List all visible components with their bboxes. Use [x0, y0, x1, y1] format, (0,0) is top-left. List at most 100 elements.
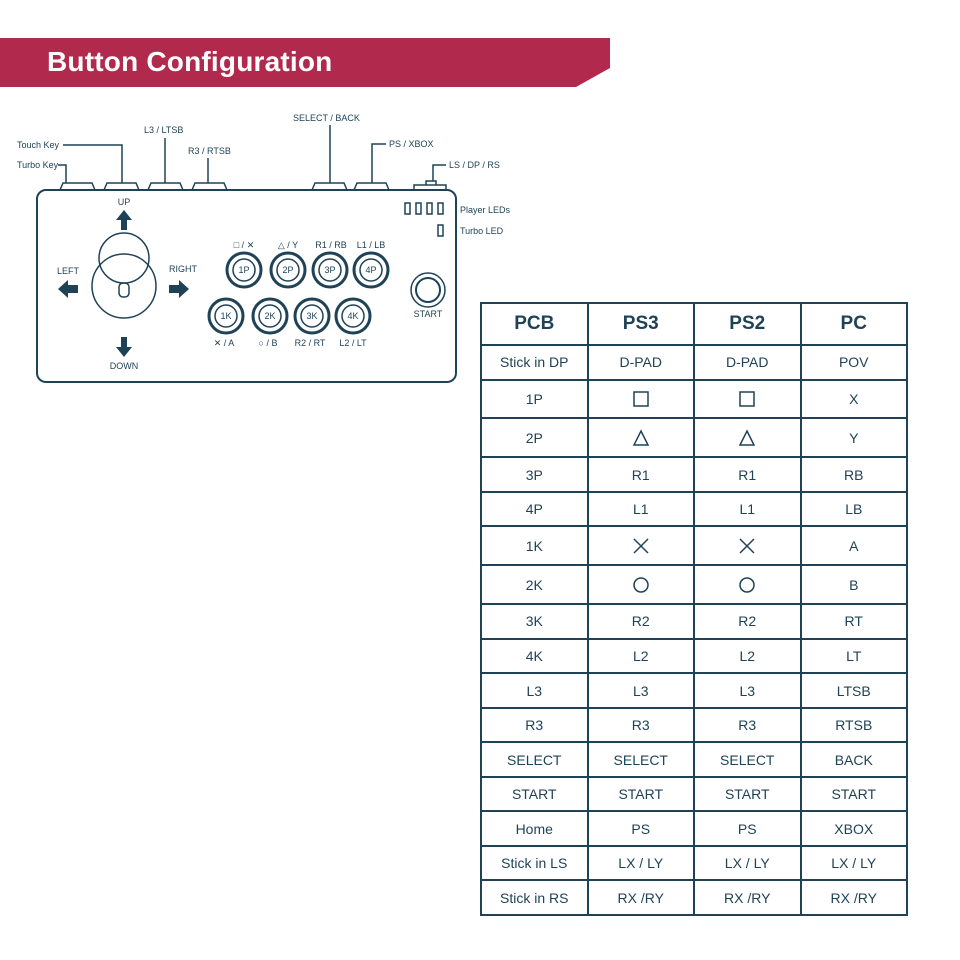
table-cell: 3P — [481, 457, 589, 493]
table-cell-text: RX /RY — [617, 889, 664, 906]
button-2p — [269, 251, 307, 289]
table-cell: 3K — [481, 604, 589, 640]
table-cell — [587, 565, 695, 606]
table-cell-text: SELECT — [613, 751, 668, 768]
square-icon — [633, 391, 649, 407]
button-1p-label: 1P — [238, 265, 249, 275]
table-cell-text: R1 — [738, 466, 757, 483]
table-cell-text: 1K — [525, 537, 543, 554]
table-cell: Stick in LS — [481, 845, 589, 882]
joystick-shaft — [118, 282, 130, 298]
table-cell-text: PS — [737, 820, 757, 837]
table-cell: 4P — [481, 491, 589, 528]
select-key — [311, 182, 348, 191]
table-cell-text: L2 — [739, 648, 756, 664]
table-cell: 1K — [481, 526, 589, 567]
table-cell-text: 4P — [525, 501, 543, 518]
table-cell-text: RB — [844, 466, 864, 483]
table-cell: D-PAD — [587, 345, 695, 381]
header-ps3: PS3 — [587, 303, 695, 346]
controller-diagram: Turbo Key Touch Key L3 / LTSB R3 / RTSB … — [17, 113, 511, 383]
table-cell — [694, 526, 802, 567]
table-cell-text: 3K — [525, 613, 543, 630]
table-cell: Home — [481, 811, 589, 847]
table-cell — [694, 379, 802, 420]
ls-dp-rs-switch — [413, 180, 447, 190]
table-cell-text: Stick in RS — [500, 889, 569, 906]
label-left: LEFT — [57, 266, 80, 276]
button-2k — [251, 297, 289, 335]
square-icon — [739, 391, 755, 407]
label-up: UP — [118, 197, 131, 207]
header-pcb: PCB — [481, 303, 589, 346]
table-cell: LTSB — [800, 673, 907, 709]
table-cell: RX /RY — [587, 880, 695, 915]
start-button — [415, 277, 441, 303]
table-cell: L3 — [694, 673, 802, 709]
button-2p-label: 2P — [282, 265, 293, 275]
table-cell-text: 1P — [525, 390, 543, 407]
table-cell: 4K — [481, 638, 589, 675]
table-cell: Y — [800, 418, 907, 459]
player-led-3 — [426, 202, 433, 215]
table-cell-text: D-PAD — [619, 354, 663, 371]
controller-body — [36, 189, 457, 383]
table-cell: 1P — [481, 379, 589, 420]
table-cell: SELECT — [694, 742, 802, 778]
joystick-ball — [98, 232, 150, 284]
table-cell: LB — [800, 491, 907, 528]
button-3p-label: 3P — [324, 265, 335, 275]
table-cell-text: START — [831, 786, 877, 803]
label-ls-dp-rs: LS / DP / RS — [449, 160, 500, 170]
table-cell: START — [694, 776, 802, 813]
table-cell: START — [481, 776, 589, 813]
triangle-icon — [739, 429, 756, 446]
table-cell: R2 — [587, 604, 695, 640]
table-cell-text: R3 — [631, 717, 650, 734]
table-row: 1K A — [481, 526, 907, 567]
table-cell: RX /RY — [801, 880, 908, 915]
table-cell: START — [800, 776, 907, 813]
table-cell: R2 — [694, 604, 802, 640]
turbo-key — [59, 182, 96, 191]
table-cell-text: XBOX — [834, 820, 874, 837]
table-cell: SELECT — [587, 742, 695, 778]
label-3k-map: R2 / RT — [295, 338, 326, 348]
button-4k — [334, 297, 372, 335]
label-1p-map: □ / ✕ — [234, 240, 254, 250]
table-cell-text: LTSB — [836, 682, 871, 699]
table-cell: A — [800, 526, 907, 567]
label-down: DOWN — [110, 361, 139, 371]
table-cell — [587, 526, 695, 567]
button-4k-label: 4K — [347, 311, 358, 321]
player-led-4 — [437, 202, 444, 215]
player-led-2 — [415, 202, 422, 215]
table-cell-text: LX / LY — [831, 855, 877, 872]
table-cell: R1 — [587, 457, 695, 493]
label-r3: R3 / RTSB — [188, 146, 231, 156]
table-cell-text: START — [724, 786, 770, 803]
table-cell: XBOX — [800, 811, 907, 847]
table-cell-text: LX / LY — [618, 855, 664, 872]
joystick-gate — [91, 253, 157, 319]
table-cell-text: RX /RY — [724, 889, 771, 906]
down-arrow-icon — [116, 337, 132, 357]
table-cell: PS — [587, 811, 695, 847]
table-cell-text: Stick in LS — [501, 855, 568, 872]
right-arrow-icon — [169, 280, 189, 298]
table-cell: L2 — [694, 638, 802, 675]
table-cell-text: RX /RY — [830, 889, 877, 906]
table-cell: R3 — [694, 707, 802, 744]
table-cell: LX / LY — [694, 845, 802, 882]
button-1p — [225, 251, 263, 289]
label-select: SELECT / BACK — [293, 113, 360, 123]
table-cell: SELECT — [481, 742, 589, 778]
button-1k-label: 1K — [220, 311, 231, 321]
triangle-icon — [632, 429, 649, 446]
table-cell-text: D-PAD — [725, 354, 769, 371]
button-1k — [207, 297, 245, 335]
